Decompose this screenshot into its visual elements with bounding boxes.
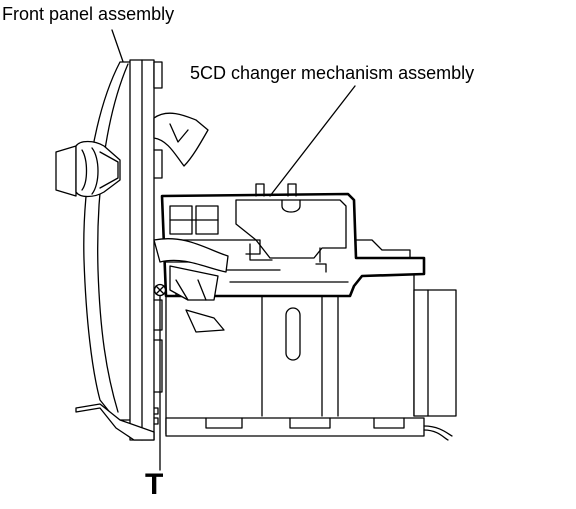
front-panel-assembly [75, 59, 163, 441]
upper-ribbon-cable [153, 112, 209, 167]
screw-t [153, 283, 167, 297]
mechanism-leader [269, 85, 356, 197]
knob [55, 140, 121, 198]
lower-ribbon-cable [153, 238, 229, 273]
mechanism-assembly [160, 183, 426, 298]
panel-mark [153, 407, 159, 415]
side-block [413, 289, 457, 417]
screw-t-label: T [145, 468, 164, 501]
chassis-slot [285, 307, 301, 361]
panel-mark [153, 417, 159, 425]
chassis [165, 273, 457, 441]
front-panel-assembly-label: Front panel assembly [2, 4, 175, 24]
mechanism-assembly-label: 5CD changer mechanism assembly [190, 63, 475, 83]
